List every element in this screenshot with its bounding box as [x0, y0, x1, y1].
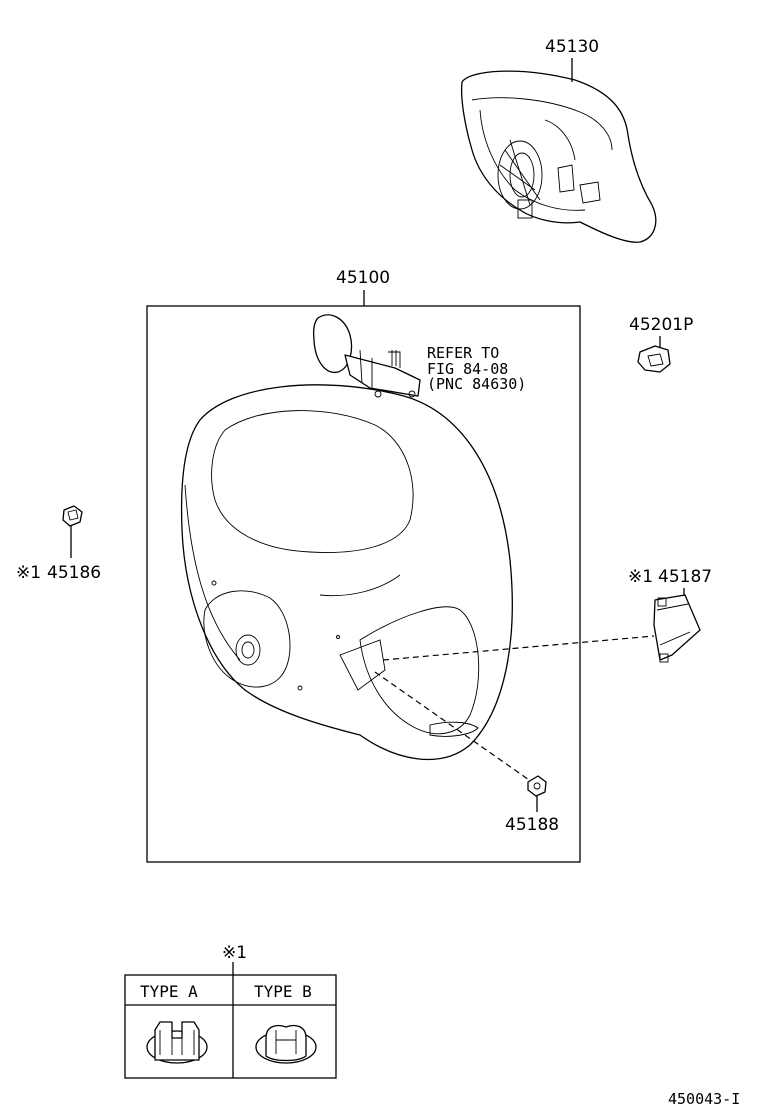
note-mark-right: ※1 — [628, 567, 653, 587]
note-mark-table: ※1 — [222, 943, 247, 963]
nut-45201p[interactable] — [637, 345, 671, 373]
dash-line-45188 — [374, 671, 533, 783]
note-mark-left: ※1 — [16, 563, 41, 583]
label-45186: 45186 — [47, 563, 101, 583]
label-45130: 45130 — [545, 37, 599, 57]
type-b-header: TYPE B — [254, 982, 312, 1001]
label-45188: 45188 — [505, 815, 559, 835]
type-table — [124, 974, 337, 1079]
dash-line-45187 — [382, 635, 655, 661]
assembly-frame — [146, 305, 581, 863]
label-45100: 45100 — [336, 268, 390, 288]
type-a-header: TYPE A — [140, 982, 198, 1001]
label-45187: 45187 — [658, 567, 712, 587]
type-a-cap — [146, 1021, 208, 1064]
label-45201p: 45201P — [629, 315, 693, 335]
type-b-cap — [255, 1024, 317, 1064]
cap-45186[interactable] — [62, 505, 83, 527]
refer-line-2: FIG 84-08 — [427, 360, 508, 378]
clip-45188[interactable] — [527, 775, 547, 797]
steering-wheel-45100[interactable] — [180, 384, 513, 761]
steering-pad-switch[interactable] — [312, 314, 421, 398]
figure-id: 450043-I — [668, 1090, 740, 1108]
horn-pad-45130[interactable] — [460, 70, 657, 243]
cap-45187[interactable] — [653, 594, 701, 663]
refer-line-1: REFER TO — [427, 344, 499, 362]
refer-line-3: (PNC 84630) — [427, 375, 526, 393]
